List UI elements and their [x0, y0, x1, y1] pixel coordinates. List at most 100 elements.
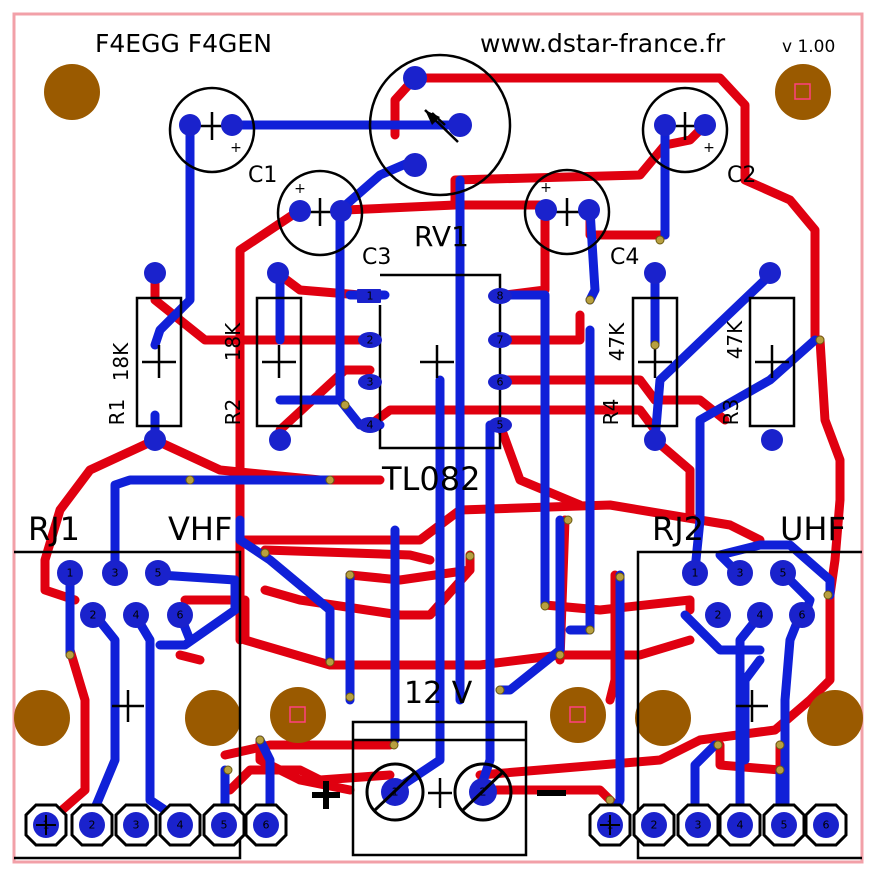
ic-pin-6: 6 — [497, 376, 504, 389]
rj2-label: RJ2 — [652, 510, 704, 548]
c2-label: C2 — [727, 163, 756, 188]
r1-label: R1 — [105, 399, 129, 426]
header-left-pin-5: 5 — [221, 819, 228, 832]
header-left-pin-6: 6 — [263, 819, 270, 832]
c1-outline — [168, 86, 256, 174]
power-connector-outline — [351, 720, 528, 857]
c2-plus-mark: + — [703, 140, 715, 156]
c1-label: C1 — [248, 163, 277, 188]
ic-pad-2 — [358, 332, 382, 348]
power-terminals: 1 2 — [365, 762, 513, 822]
rj2-pin-6: 6 — [799, 609, 806, 622]
mount-hole — [550, 687, 606, 743]
r3-value-label: 47K — [723, 320, 747, 359]
mounting-holes — [14, 64, 863, 746]
ic-pad-8 — [488, 288, 512, 304]
rj2-pin-5: 5 — [780, 567, 787, 580]
mount-hole — [775, 64, 831, 120]
header-right-pin-6: 6 — [823, 819, 830, 832]
website-label: www.dstar-france.fr — [480, 29, 726, 58]
c3-label: C3 — [362, 245, 391, 270]
rj1-pin-3: 3 — [112, 567, 119, 580]
ic-outline — [378, 273, 502, 450]
ic-pin-3: 3 — [367, 376, 374, 389]
rj1-pin-5: 5 — [155, 567, 162, 580]
board-outline — [12, 12, 864, 864]
power-pin-2: 2 — [480, 786, 487, 799]
ic-pad-5 — [488, 417, 512, 433]
power-label: 12 V — [404, 676, 473, 711]
mount-hole — [270, 687, 326, 743]
header-left: 1 2 3 4 5 6 — [24, 803, 288, 847]
mount-marker — [289, 706, 306, 723]
ic-pin-1: 1 — [367, 290, 374, 303]
uhf-label: UHF — [780, 510, 846, 548]
r2-outline — [255, 296, 303, 428]
through-hole-pads — [57, 66, 815, 628]
rj1-pin-4: 4 — [133, 609, 140, 622]
r1-value-label: 18K — [109, 342, 133, 381]
r3-label: R3 — [719, 399, 743, 426]
ic-pad-6 — [488, 374, 512, 390]
rj2-pin-1: 1 — [692, 567, 699, 580]
ic-pin-4: 4 — [367, 419, 374, 432]
header-right-pin-4: 4 — [737, 819, 744, 832]
ic-pin-5: 5 — [497, 419, 504, 432]
rj1-outline — [14, 550, 242, 860]
c3-outline — [276, 169, 364, 257]
header-right: 1 2 3 4 5 6 — [588, 803, 848, 847]
c1-plus-mark: + — [230, 140, 242, 156]
c4-outline — [523, 168, 611, 256]
header-left-pin-4: 4 — [177, 819, 184, 832]
mount-hole — [185, 690, 241, 746]
power-pin-1: 1 — [392, 786, 399, 799]
rj2-pin-2: 2 — [715, 609, 722, 622]
rj1-pin-2: 2 — [90, 609, 97, 622]
r4-outline — [631, 296, 679, 428]
callsigns-label: F4EGG F4GEN — [95, 29, 272, 58]
rj2-pin-3: 3 — [737, 567, 744, 580]
r4-value-label: 47K — [605, 322, 629, 361]
rj1-pin-1: 1 — [67, 567, 74, 580]
ic-pad-3 — [358, 374, 382, 390]
rj2-outline — [636, 550, 862, 860]
header-left-pin-3: 3 — [133, 819, 140, 832]
mount-hole — [807, 690, 863, 746]
c4-label: C4 — [610, 245, 639, 270]
r4-label: R4 — [599, 399, 623, 426]
header-left-pin-2: 2 — [89, 819, 96, 832]
header-right-pin-5: 5 — [781, 819, 788, 832]
r1-outline — [135, 296, 183, 428]
header-right-pin-3: 3 — [695, 819, 702, 832]
mount-hole — [14, 690, 70, 746]
ic-pin-7: 7 — [497, 334, 504, 347]
ic-label: TL082 — [381, 460, 480, 498]
rj2-pin-4: 4 — [757, 609, 764, 622]
r3-outline — [748, 296, 796, 428]
rj1-pin-6: 6 — [177, 609, 184, 622]
mount-hole — [44, 64, 100, 120]
ic-pad-4 — [358, 417, 382, 433]
ic-pin-2: 2 — [367, 334, 374, 347]
mount-marker — [794, 83, 811, 100]
small-vias — [65, 235, 833, 805]
mount-hole — [635, 690, 691, 746]
c2-outline — [641, 86, 729, 174]
mount-marker — [569, 706, 586, 723]
ic-pin-8: 8 — [497, 290, 504, 303]
ic-pads — [357, 288, 512, 433]
header-right-pin-2: 2 — [651, 819, 658, 832]
ic-pad-7 — [488, 332, 512, 348]
ic-pad-1 — [357, 289, 381, 303]
c4-plus-mark: + — [540, 180, 552, 196]
rv1-outline — [368, 53, 512, 197]
rv1-label: RV1 — [414, 220, 469, 253]
rj1-label: RJ1 — [28, 510, 80, 548]
silkscreen — [14, 53, 862, 860]
c3-plus-mark: + — [294, 181, 306, 197]
version-label: v 1.00 — [782, 37, 835, 57]
vhf-label: VHF — [168, 510, 232, 548]
r2-value-label: 18K — [221, 322, 245, 361]
r2-label: R2 — [221, 399, 245, 426]
